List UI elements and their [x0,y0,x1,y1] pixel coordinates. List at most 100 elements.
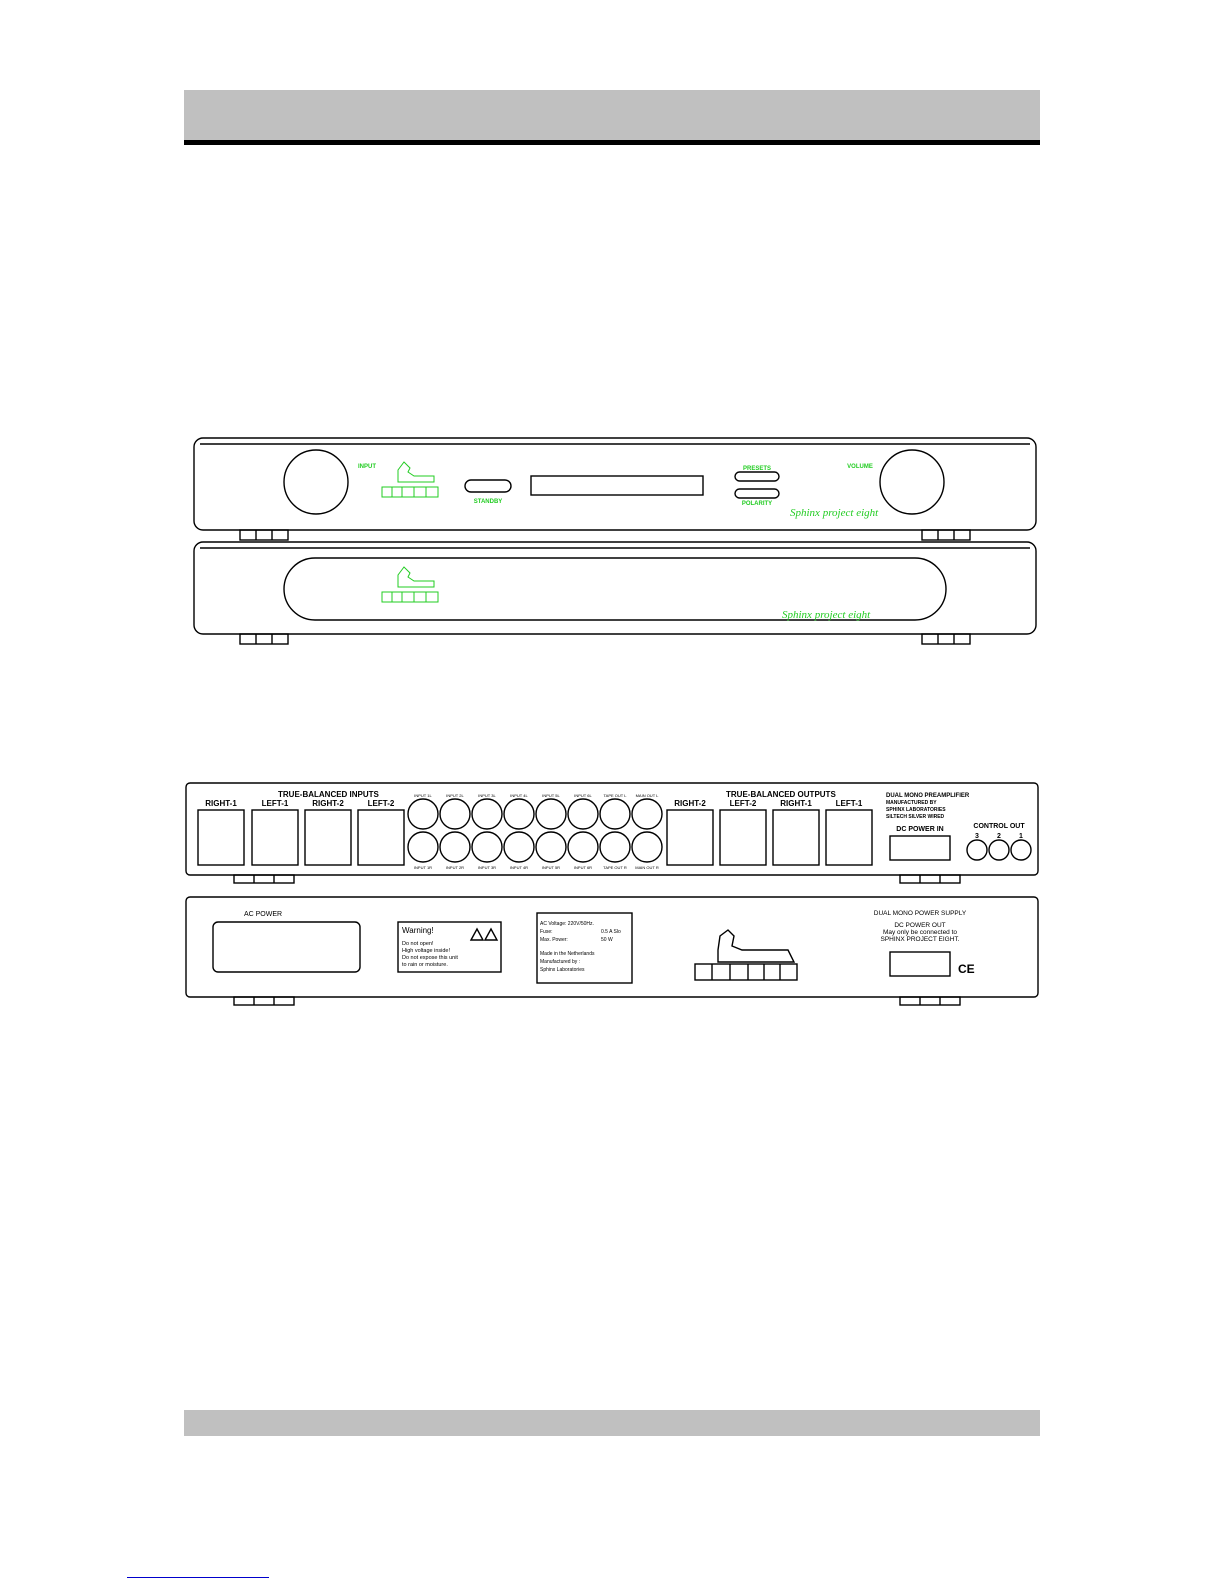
dc-power-out-socket[interactable] [889,951,951,977]
xlr-output-right-1[interactable] [772,809,820,866]
sphinx-logo-front-psu [381,566,439,603]
psu-rear-panel [185,896,1039,998]
psu-signature: Sphinx project eight [782,609,871,621]
xlr-in-label-2: LEFT-1 [262,799,289,808]
warning-line: to rain or moisture. [402,962,448,968]
rca-input-6r[interactable] [567,831,599,863]
rca-bottom-label: INPUT 6R [574,865,592,870]
input-knob[interactable] [283,449,349,515]
xlr-out-label-2: LEFT-2 [730,799,757,808]
preamp-rear-feet [233,874,961,884]
standby-button[interactable] [464,479,512,493]
psu-title: DUAL MONO POWER SUPPLY [874,910,967,917]
preamp-info-line: DUAL MONO PREAMPLIFIER [886,793,970,799]
control-out-2-jack[interactable] [988,839,1010,861]
dc-power-in-label: DC POWER IN [896,826,943,833]
rca-input-1r[interactable] [407,831,439,863]
xlr-input-left-1[interactable] [251,809,299,866]
warning-line: Do not open! [402,941,434,947]
rca-bottom-label: TAPE OUT R [603,865,627,870]
rca-top-label: INPUT 2L [446,793,464,798]
psu-rear-feet [233,996,961,1006]
rca-top-row [407,798,663,830]
control-out-label: CONTROL OUT [973,823,1025,830]
preamp-info-line: MANUFACTURED BY [886,800,937,806]
inputs-heading: TRUE-BALANCED INPUTS [278,790,380,799]
standby-label: STANDBY [474,499,503,505]
rca-input-2l[interactable] [439,798,471,830]
front-psu [193,541,1037,645]
warning-triangles-icon [469,927,499,941]
preamp-info-line: SPHINX LABORATORIES [886,807,946,813]
rear-preamp [185,782,1039,884]
volume-label: VOLUME [847,464,873,470]
warning-line: Do not expose this unit [402,955,458,961]
dc-power-in-socket[interactable] [889,835,951,861]
spec-label-box [536,912,633,984]
sphinx-logo-front-preamp [381,461,439,498]
rca-input-1l[interactable] [407,798,439,830]
footnote-rule [127,1577,269,1578]
rca-main-out-l[interactable] [631,798,663,830]
spec-value: 0.5 A Slo [601,929,621,935]
xlr-output-left-2[interactable] [719,809,767,866]
presets-button[interactable] [734,471,780,482]
psu-front-feet [239,633,971,645]
xlr-input-right-1[interactable] [197,809,245,866]
preamp-info-block: DUAL MONO PREAMPLIFIER MANUFACTURED BY S… [886,793,970,820]
rca-bottom-label: INPUT 1R [414,865,432,870]
made-line: Made in the Netherlands [540,951,595,957]
xlr-out-label-4: LEFT-1 [836,799,863,808]
xlr-out-label-1: RIGHT-2 [674,799,706,808]
rca-top-label: INPUT 5L [542,793,560,798]
rca-input-3l[interactable] [471,798,503,830]
display-window [530,475,704,496]
warning-lines: Do not open! High voltage inside! Do not… [402,941,458,968]
xlr-input-left-2[interactable] [357,809,405,866]
rca-tape-out-l[interactable] [599,798,631,830]
rca-input-5l[interactable] [535,798,567,830]
rca-input-4r[interactable] [503,831,535,863]
rca-bottom-labels: INPUT 1R INPUT 2R INPUT 3R INPUT 4R INPU… [414,865,659,870]
rca-input-5r[interactable] [535,831,567,863]
xlr-output-right-2[interactable] [666,809,714,866]
control-out-3-jack[interactable] [966,839,988,861]
made-line: Manufactured by : [540,959,580,965]
spec-value: 50 W [601,937,613,943]
page-header-bar [184,90,1040,145]
sphinx-logo-rear [694,929,798,981]
spec-label: Max. Power: [540,937,568,943]
outputs-heading: TRUE-BALANCED OUTPUTS [726,790,836,799]
psu-front-window [283,557,947,621]
rca-input-6l[interactable] [567,798,599,830]
spec-rows: AC Voltage: 220V/50Hz. Fuse: 0.5 A Slo M… [540,921,621,973]
rca-input-4l[interactable] [503,798,535,830]
warning-label-box [397,921,502,973]
preamp-rear-panel [185,782,1039,876]
rca-top-labels: INPUT 1L INPUT 2L INPUT 3L INPUT 4L INPU… [414,793,659,798]
presets-label: PRESETS [743,466,771,472]
xlr-in-label-1: RIGHT-1 [205,799,237,808]
rca-main-out-r[interactable] [631,831,663,863]
control-out-1-jack[interactable] [1010,839,1032,861]
control-out-number: 3 [975,833,979,840]
rca-tape-out-r[interactable] [599,831,631,863]
dc-out-line: May only be connected to [883,929,957,936]
control-out-number: 2 [997,833,1001,840]
rca-input-2r[interactable] [439,831,471,863]
rca-bottom-label: INPUT 4R [510,865,528,870]
preamp-signature: Sphinx project eight [790,507,879,519]
rca-input-3r[interactable] [471,831,503,863]
xlr-input-right-2[interactable] [304,809,352,866]
psu-rear-info: DUAL MONO POWER SUPPLY DC POWER OUT May … [874,910,967,943]
rca-top-label: MAIN OUT L [636,793,660,798]
volume-knob[interactable] [879,449,945,515]
rca-bottom-label: INPUT 3R [478,865,496,870]
preamp-front-feet [239,529,971,541]
polarity-button[interactable] [734,488,780,499]
control-out-number: 1 [1019,833,1023,840]
ac-power-inlet[interactable] [212,921,361,973]
warning-line: High voltage inside! [402,948,450,954]
xlr-output-left-1[interactable] [825,809,873,866]
